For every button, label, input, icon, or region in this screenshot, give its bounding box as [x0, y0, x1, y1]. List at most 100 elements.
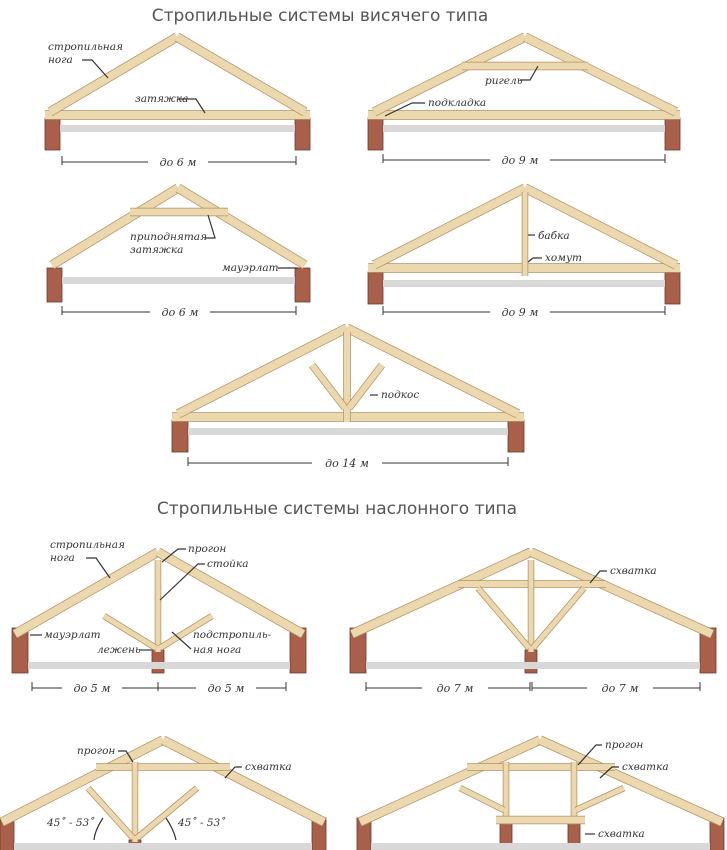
- wall: [367, 117, 384, 151]
- leader-line: [599, 766, 619, 779]
- ceiling: [383, 125, 665, 132]
- rafter-leg: [372, 184, 527, 269]
- leader-line: [178, 98, 206, 114]
- label-cross-tie: схватка: [610, 565, 657, 577]
- label-angle: 45˚ - 53˚: [46, 816, 95, 829]
- leader-line: [161, 548, 186, 563]
- leader-line: [82, 59, 109, 79]
- rafter-leg: [174, 33, 308, 116]
- strut: [531, 586, 586, 650]
- strut: [86, 786, 135, 840]
- rafter-leg: [156, 548, 305, 638]
- wall: [171, 419, 189, 453]
- strut: [309, 363, 348, 410]
- label-rafter-leg: стропильная: [48, 41, 123, 53]
- rafter-leg: [161, 736, 326, 826]
- rafter-leg: [529, 548, 714, 638]
- label-raised-tie: затяжка: [130, 244, 183, 256]
- label-mauerlat: мауэрлат: [44, 629, 101, 641]
- dimension-label: до 6 м: [162, 306, 199, 319]
- strut: [346, 363, 385, 410]
- label-strut: подкос: [381, 389, 419, 401]
- rafter-leg: [176, 324, 349, 418]
- wall: [507, 419, 525, 453]
- rafter-leg: [345, 324, 520, 418]
- rafter-leg: [523, 33, 678, 116]
- dimension-label: до 7 м: [437, 682, 474, 695]
- leader-line: [205, 214, 216, 239]
- dimension-label: до 9 м: [502, 154, 539, 167]
- strut: [135, 786, 199, 840]
- label-sub-rafter: ная нога: [193, 644, 241, 656]
- leader-line: [171, 631, 192, 650]
- label-purlin: прогон: [188, 543, 226, 555]
- wall: [294, 267, 311, 303]
- wall: [294, 117, 311, 151]
- dimension-label: до 5 м: [74, 682, 111, 695]
- label-post: стойка: [207, 558, 248, 570]
- wall: [151, 649, 165, 674]
- dimension-label: до 7 м: [602, 682, 639, 695]
- wall: [46, 267, 63, 303]
- angle-arc: [93, 817, 104, 841]
- wall: [524, 649, 538, 674]
- rafter-leg: [49, 184, 181, 269]
- label-sill: лежень: [97, 644, 141, 656]
- ceiling: [366, 662, 700, 669]
- label-angle: 45˚ - 53˚: [177, 816, 226, 829]
- dimension-label: до 14 м: [325, 457, 369, 470]
- wall: [664, 271, 681, 305]
- sub-rafter-leg: [158, 613, 214, 651]
- rafter-leg: [13, 548, 160, 638]
- label-purlin: прогон: [605, 739, 643, 751]
- label-cross-tie: схватка: [245, 761, 292, 773]
- strut: [476, 586, 531, 650]
- rafter-leg: [358, 736, 542, 826]
- ceiling: [28, 662, 290, 669]
- leader-line: [577, 744, 602, 766]
- rafter-leg: [47, 33, 180, 116]
- label-rafter-leg: нога: [50, 552, 75, 564]
- leader-line: [159, 563, 205, 601]
- label-clamp: хомут: [545, 252, 582, 264]
- strut: [574, 785, 626, 813]
- ceiling: [188, 428, 508, 435]
- leader-line: [520, 65, 539, 81]
- wall: [664, 117, 681, 151]
- leader-line: [118, 750, 134, 763]
- label-cross-tie: схватка: [598, 828, 645, 840]
- label-cross-tie: схватка: [622, 761, 669, 773]
- label-king-post: бабка: [538, 230, 570, 242]
- title-hanging: Стропильные системы висячего типа: [152, 6, 489, 26]
- label-rafter-leg: нога: [48, 54, 73, 66]
- rafter-leg: [372, 33, 527, 116]
- ceiling: [60, 125, 295, 132]
- leader-line: [589, 570, 607, 584]
- leader-line: [384, 102, 425, 117]
- dimension-label: до 5 м: [208, 682, 245, 695]
- wall: [44, 117, 61, 151]
- label-tie: затяжка: [135, 93, 188, 105]
- label-pad: подкладка: [428, 97, 486, 109]
- strut: [458, 785, 506, 813]
- dimension-label: до 6 м: [160, 156, 197, 169]
- label-rafter-leg: стропильная: [50, 539, 125, 551]
- ceiling: [62, 277, 295, 284]
- title-layered: Стропильные системы наслонного типа: [157, 499, 517, 519]
- rafter-leg: [175, 184, 308, 269]
- rafter-leg: [538, 736, 724, 826]
- label-purlin: прогон: [77, 745, 115, 757]
- leader-line: [86, 557, 111, 579]
- label-sub-rafter: подстропиль-: [193, 629, 272, 641]
- rafter-leg: [350, 548, 533, 638]
- leader-line: [224, 766, 242, 779]
- ceiling: [371, 843, 710, 850]
- rafter-leg: [0, 736, 165, 826]
- ceiling: [14, 843, 312, 850]
- label-collar: ригель: [485, 75, 523, 87]
- dimension-label: до 9 м: [502, 306, 539, 319]
- label-raised-tie: приподнятая: [130, 231, 207, 243]
- rafter-leg: [523, 184, 678, 269]
